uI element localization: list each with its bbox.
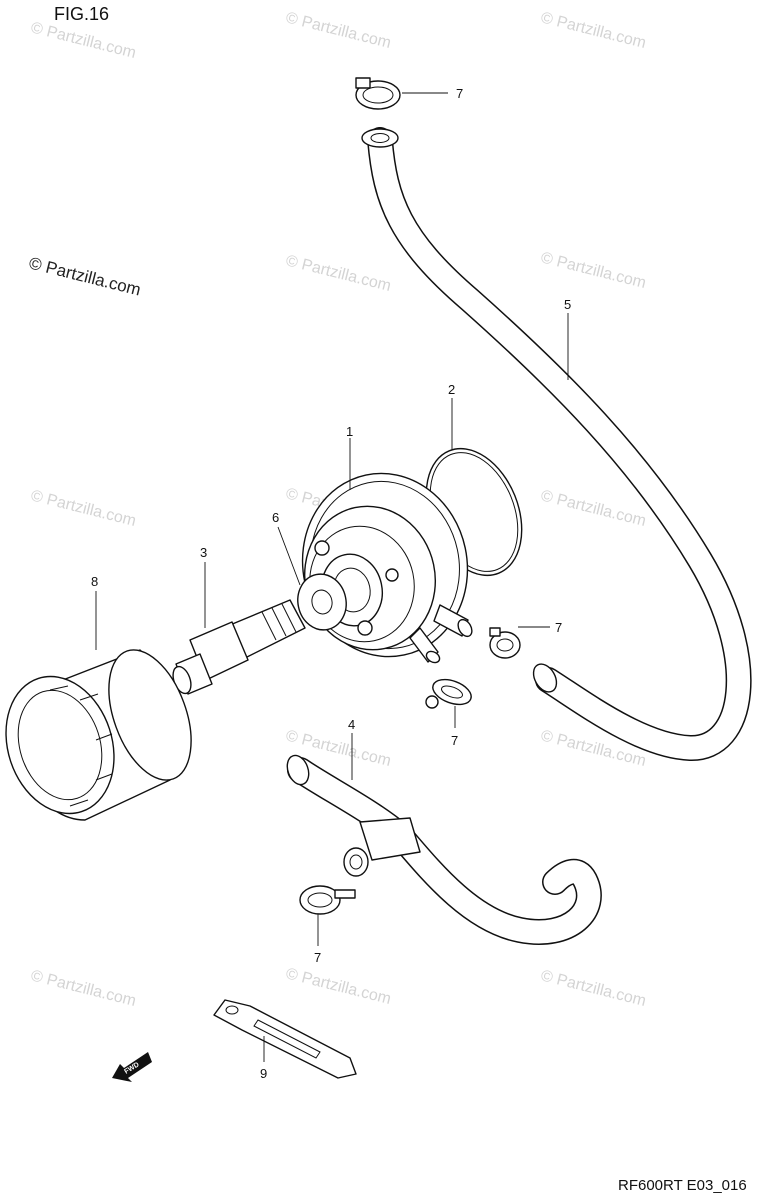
part-7-clamp-right [489, 627, 521, 659]
callout-7-right: 7 [555, 620, 562, 635]
watermark-text: © Partzilla.com [284, 965, 393, 1008]
callout-3: 3 [200, 545, 207, 560]
part-4-hose [286, 754, 602, 945]
part-3-union-bolt [172, 599, 306, 695]
callout-4: 4 [348, 717, 355, 732]
part-6-washer [297, 573, 347, 631]
figure-title: FIG.16 [54, 4, 109, 24]
watermark-text: © Partzilla.com [29, 967, 138, 1010]
leader-lines [95, 92, 569, 1062]
watermark-text: © Partzilla.com [539, 967, 648, 1010]
watermark-text: © Partzilla.com [29, 19, 138, 62]
watermark-text: © Partzilla.com [539, 249, 648, 292]
callout-7-bottom: 7 [314, 950, 321, 965]
callout-2: 2 [448, 382, 455, 397]
part-8-oil-filter [5, 649, 192, 821]
callout-8: 8 [91, 574, 98, 589]
callout-1: 1 [346, 424, 353, 439]
watermark-text: © Partzilla.com [284, 9, 393, 52]
figure-code: RF600RT E03_016 [618, 1177, 747, 1194]
part-7-clamp-mid [425, 678, 472, 709]
part-1-oil-cooler [301, 472, 473, 664]
part-7-clamp-bottom [299, 885, 356, 915]
watermark-text: © Partzilla.com [284, 252, 393, 295]
part-5-hose [361, 127, 752, 761]
callout-layer: 7 5 2 1 6 3 8 7 7 4 7 9 [91, 86, 571, 1081]
callout-5: 5 [564, 297, 571, 312]
front-direction-arrow-icon: FWD [112, 1052, 152, 1082]
watermark-text: © Partzilla.com [539, 9, 648, 52]
watermark-text: © Partzilla.com [29, 487, 138, 530]
callout-9: 9 [260, 1066, 267, 1081]
callout-6: 6 [272, 510, 279, 525]
watermark-main: © Partzilla.com [27, 253, 143, 299]
watermark-text: © Partzilla.com [539, 487, 648, 530]
part-9-bracket [213, 999, 357, 1079]
callout-7-mid: 7 [451, 733, 458, 748]
part-7-clamp-top [355, 77, 401, 110]
callout-7-top: 7 [456, 86, 463, 101]
